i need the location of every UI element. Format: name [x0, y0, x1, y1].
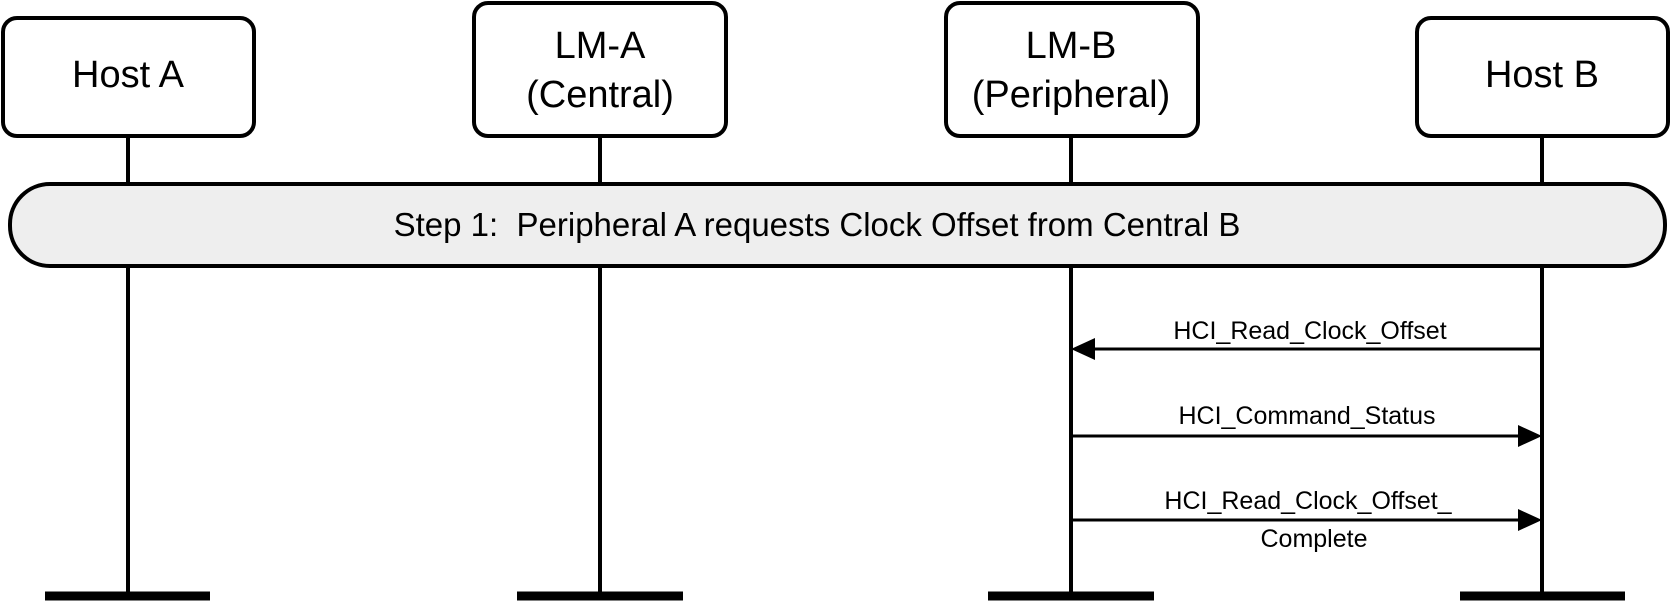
arrowhead-left-icon	[1071, 338, 1095, 360]
actor-box-host-a	[1, 16, 256, 138]
actor-label-lm-b-line1: LM-B	[1026, 25, 1117, 67]
actor-host-b: Host B	[1415, 16, 1670, 138]
message-label-line2: Complete	[1261, 525, 1368, 553]
actor-lm-b: LM-B (Peripheral)	[944, 1, 1200, 138]
actor-label-lm-b-line2: (Peripheral)	[972, 74, 1171, 116]
message-label-line1: HCI_Read_Clock_Offset_	[1164, 487, 1452, 515]
actor-label-lm-a-line1: LM-A	[555, 25, 646, 67]
actor-host-a: Host A	[1, 16, 256, 138]
arrowhead-right-icon	[1518, 425, 1542, 447]
message-hci-command-status: HCI_Command_Status	[1071, 402, 1542, 447]
actor-label-host-a: Host A	[72, 54, 185, 96]
arrowhead-right-icon	[1518, 509, 1542, 531]
actor-box-lm-a	[472, 1, 728, 138]
actor-box-host-b	[1415, 16, 1670, 138]
actor-lm-a: LM-A (Central)	[472, 1, 728, 138]
message-hci-read-clock-offset-complete: HCI_Read_Clock_Offset_ Complete	[1071, 487, 1542, 553]
step-box	[8, 182, 1667, 268]
message-label: HCI_Read_Clock_Offset	[1173, 317, 1446, 345]
actor-box-lm-b	[944, 1, 1200, 138]
actor-label-host-b: Host B	[1485, 54, 1599, 96]
actor-label-lm-a-line2: (Central)	[526, 74, 674, 116]
step-band: Step 1: Peripheral A requests Clock Offs…	[8, 182, 1667, 268]
message-label: HCI_Command_Status	[1178, 402, 1435, 430]
message-hci-read-clock-offset: HCI_Read_Clock_Offset	[1071, 317, 1542, 360]
step-label: Step 1: Peripheral A requests Clock Offs…	[394, 206, 1241, 243]
